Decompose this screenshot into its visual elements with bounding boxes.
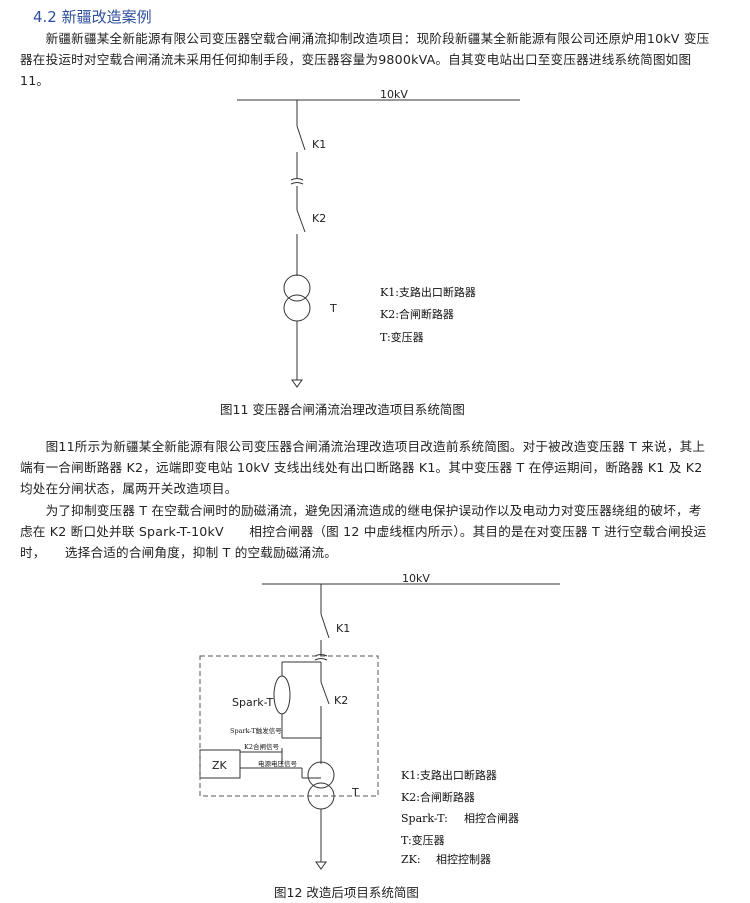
fig12-t-label: T [351, 786, 359, 799]
fig11-k2-label: K2 [312, 212, 326, 225]
fig12-legend-spark: Spark-T: [401, 812, 448, 825]
section-heading: 4.2 新疆改造案例 [33, 8, 152, 26]
fig12-legend-t: T:变压器 [401, 833, 445, 847]
fig12-k2-label: K2 [334, 694, 348, 707]
fig11-caption: 图11 变压器合闸涌流治理改造项目系统简图 [220, 402, 465, 417]
fig11-bus-label: 10kV [380, 88, 408, 101]
fig12-signal-voltage: 电源电压信号 [258, 759, 298, 768]
fig11-legend-t: T:变压器 [380, 330, 424, 344]
figure-11-diagram: 10kV K1 K2 T K1:支路出口断路器 K2:合闸断路器 T:变压器 [237, 88, 520, 388]
fig12-caption: 图12 改造后项目系统简图 [274, 885, 419, 900]
fig12-legend-spark-desc: 相控合闸器 [464, 811, 519, 825]
fig12-legend-k1: K1:支路出口断路器 [401, 768, 497, 782]
paragraph-3: 为了抑制变压器 T 在空载合闸时的励磁涌流，避免因涌流造成的继电保护误动作以及电… [20, 503, 707, 560]
fig11-legend-k2: K2:合闸断路器 [380, 307, 454, 321]
fig12-spark-label: Spark-T [232, 696, 274, 709]
fig12-bus-label: 10kV [402, 572, 430, 585]
fig12-legend-zk-desc: 相控控制器 [436, 852, 491, 866]
paragraph-2: 图11所示为新疆某全新能源有限公司变压器合闸涌流治理改造项目改造前系统简图。对于… [20, 439, 706, 496]
fig12-legend-k2: K2:合闸断路器 [401, 790, 475, 804]
fig12-zk-label: ZK [212, 759, 228, 772]
fig12-k1-label: K1 [336, 622, 350, 635]
fig11-t-label: T [329, 302, 337, 315]
fig11-k1-label: K1 [312, 138, 326, 151]
intro-paragraph: 新疆新疆某全新能源有限公司变压器空载合闸涌流抑制改造项目：现阶段新疆某全新能源有… [20, 31, 710, 88]
fig12-signal-trigger: Spark-T触发信号 [230, 726, 282, 735]
fig11-legend-k1: K1:支路出口断路器 [380, 285, 476, 299]
fig12-signal-close: K2合闸信号 [244, 742, 279, 751]
fig12-legend-zk: ZK: [401, 853, 421, 866]
